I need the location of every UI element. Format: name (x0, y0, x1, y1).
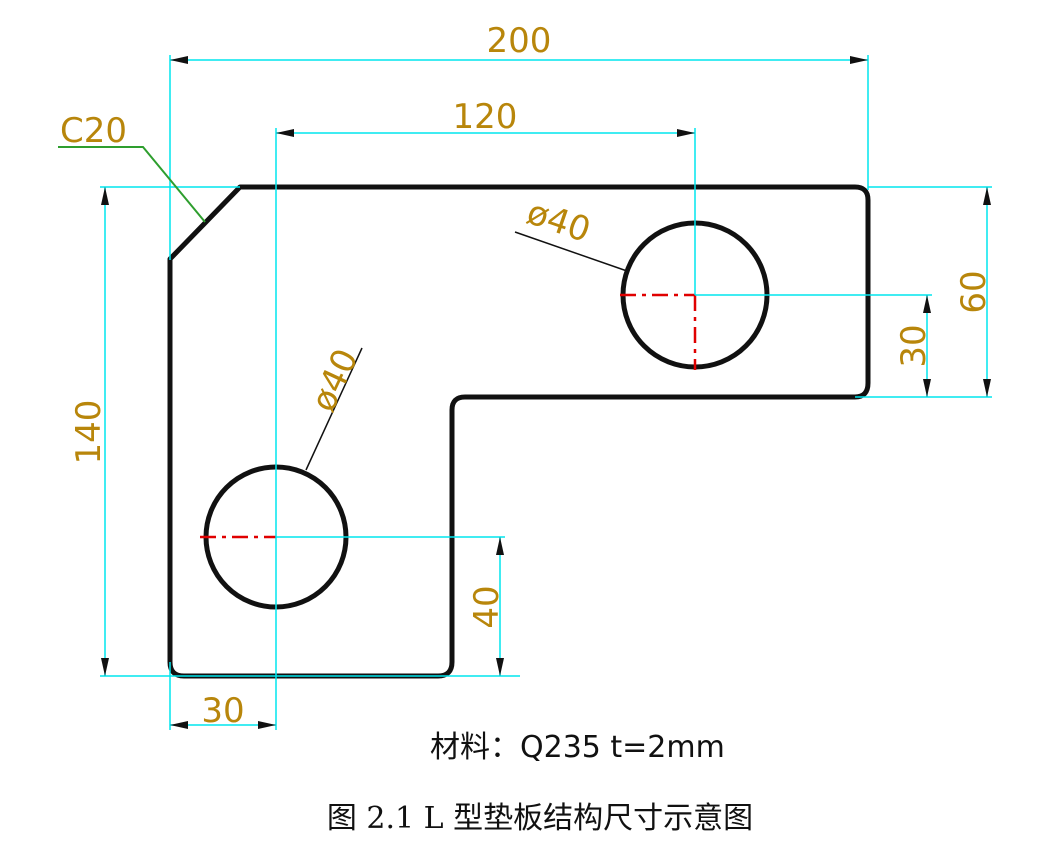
chamfer-leader (58, 146, 206, 223)
dim-hole-dia-right: ø40 (522, 192, 596, 251)
material-note: 材料：Q235 t=2mm (430, 730, 725, 765)
left-hole-leader (305, 347, 363, 471)
dim-top-width: 120 (453, 97, 518, 137)
dimension-lines (100, 55, 992, 730)
dim-hole-offset-left: 30 (201, 691, 244, 731)
figure-caption: 图 2.1 L 型垫板结构尺寸示意图 (327, 801, 753, 836)
dimension-arrows (101, 56, 991, 729)
dim-chamfer: C20 (60, 111, 127, 151)
dim-hole-offset-bottom: 40 (467, 585, 507, 628)
plate-outline (167, 184, 871, 679)
dim-overall-height: 140 (69, 400, 109, 465)
dim-hole-dia-left: ø40 (303, 343, 366, 418)
dim-right-height: 60 (954, 270, 994, 313)
right-hole-leader (514, 231, 628, 272)
dim-overall-width: 200 (487, 21, 552, 61)
dim-hole-offset-right: 30 (894, 324, 934, 367)
